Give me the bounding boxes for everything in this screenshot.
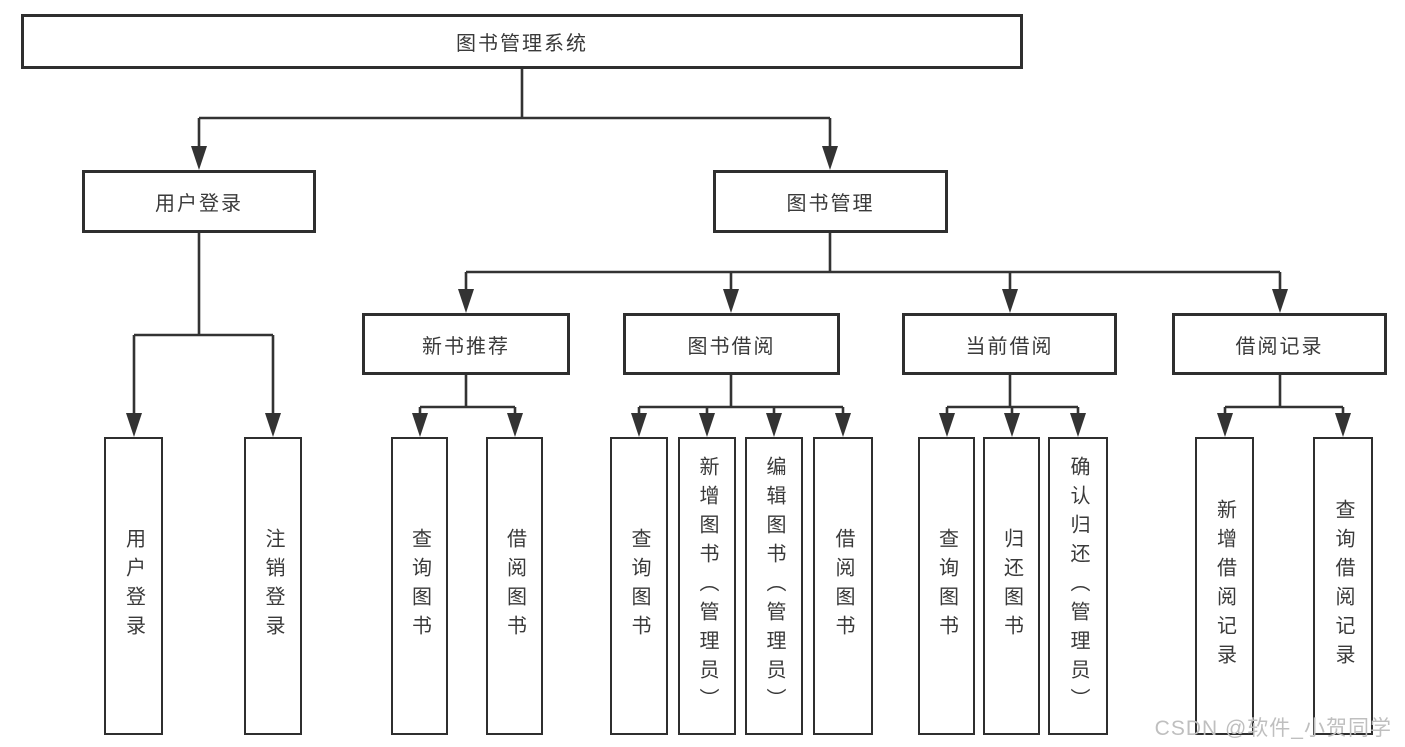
arrowhead-icon <box>191 146 207 170</box>
arrowhead-icon <box>412 413 428 437</box>
arrowhead-icon <box>1335 413 1351 437</box>
node-root: 图书管理系统 <box>21 14 1023 69</box>
node-current-borrow: 当前借阅 <box>902 313 1117 375</box>
connector-root-to-level2 <box>197 69 832 152</box>
connector-current-borrow-group <box>945 375 1080 419</box>
leaf-add-book-admin: 新增图书（管理员） <box>678 437 736 735</box>
arrowhead-icon <box>822 146 838 170</box>
leaf-edit-book-admin: 编辑图书（管理员） <box>745 437 803 735</box>
leaf-query-book-1: 查询图书 <box>391 437 448 735</box>
connector-borrow-records-group <box>1223 375 1345 419</box>
leaf-user-login: 用户登录 <box>104 437 163 735</box>
node-new-book-recommend: 新书推荐 <box>362 313 570 375</box>
arrowheads <box>126 146 1351 437</box>
node-book-borrow: 图书借阅 <box>623 313 840 375</box>
arrowhead-icon <box>1272 289 1288 313</box>
connector-new-book-recommend-group <box>418 375 517 419</box>
node-user-login: 用户登录 <box>82 170 316 233</box>
leaf-borrow-book-2: 借阅图书 <box>813 437 873 735</box>
arrowhead-icon <box>699 413 715 437</box>
arrowhead-icon <box>265 413 281 437</box>
node-book-management: 图书管理 <box>713 170 948 233</box>
arrowhead-icon <box>631 413 647 437</box>
leaf-query-book-2: 查询图书 <box>610 437 668 735</box>
connector-book-management-to-level3 <box>464 233 1282 295</box>
leaf-query-book-3: 查询图书 <box>918 437 975 735</box>
arrowhead-icon <box>766 413 782 437</box>
arrowhead-icon <box>723 289 739 313</box>
arrowhead-icon <box>1217 413 1233 437</box>
arrowhead-icon <box>507 413 523 437</box>
connector-book-borrow-group <box>637 375 845 419</box>
arrowhead-icon <box>126 413 142 437</box>
leaf-borrow-book-1: 借阅图书 <box>486 437 543 735</box>
arrowhead-icon <box>1002 289 1018 313</box>
arrowhead-icon <box>835 413 851 437</box>
node-borrow-records: 借阅记录 <box>1172 313 1387 375</box>
arrowhead-icon <box>1070 413 1086 437</box>
connector-lines <box>132 69 1345 419</box>
arrowhead-icon <box>458 289 474 313</box>
leaf-logout: 注销登录 <box>244 437 302 735</box>
connector-user-login-group <box>132 233 275 419</box>
leaf-confirm-return-admin: 确认归还（管理员） <box>1048 437 1108 735</box>
watermark-text: CSDN @软件_小贺同学 <box>1154 717 1392 740</box>
arrowhead-icon <box>939 413 955 437</box>
leaf-return-book: 归还图书 <box>983 437 1040 735</box>
leaf-query-borrow-record: 查询借阅记录 <box>1313 437 1373 735</box>
leaf-add-borrow-record: 新增借阅记录 <box>1195 437 1254 735</box>
arrowhead-icon <box>1004 413 1020 437</box>
